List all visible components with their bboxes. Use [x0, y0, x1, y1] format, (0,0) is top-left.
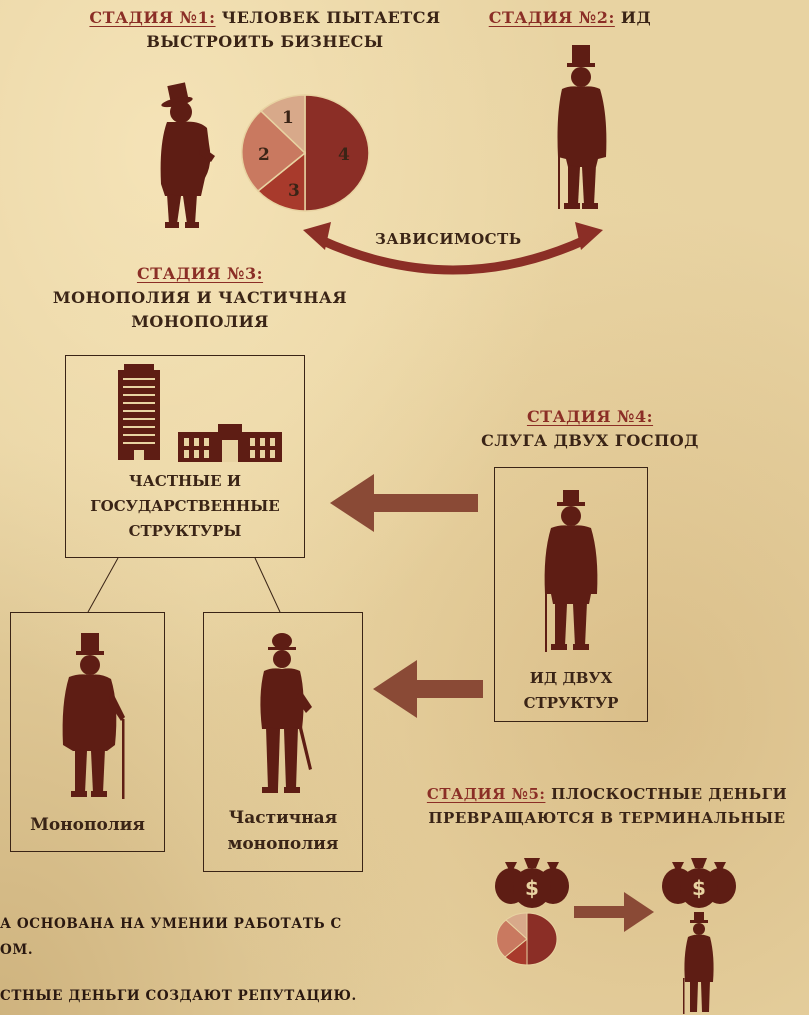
gentleman-icon	[557, 45, 607, 209]
pie-label-4: 4	[338, 145, 350, 165]
businessman-icon	[160, 82, 215, 228]
partial-monopoly-text: Частичная монополия	[204, 805, 362, 857]
stage5-heading: Стадия №5: плоскостные деньги превращают…	[405, 782, 809, 830]
dependency-label: Зависимость	[375, 230, 522, 248]
money-bags-icon-right: $	[662, 858, 736, 908]
structures-line1: Частные и	[128, 472, 242, 490]
stage5-line1: плоскостные деньги	[551, 785, 788, 803]
small-gentleman-icon	[683, 912, 714, 1014]
pie-slice-1	[259, 94, 306, 155]
two-structures-line1: ИД двух	[529, 669, 613, 687]
stage4-text: слуга двух господ	[481, 431, 699, 450]
partial-line1: Частичная	[228, 808, 338, 828]
two-structures-line2: структур	[523, 694, 619, 712]
monopoly-box: Монополия	[10, 612, 165, 852]
structures-box: Частные и государственные структуры	[65, 355, 305, 558]
pie-label-1: 1	[282, 108, 294, 128]
partial-line2: монополия	[227, 834, 339, 854]
svg-text:$: $	[525, 876, 539, 900]
small-pie-chart	[496, 912, 558, 966]
pie-slice-3	[256, 151, 306, 212]
partial-monopolist-icon	[260, 633, 312, 793]
note-line1: а основана на умении работать с	[0, 916, 342, 932]
note-line2: ом.	[0, 942, 34, 958]
stage5-line2: превращаются в терминальные	[428, 809, 786, 827]
servant-icon	[544, 490, 598, 652]
structures-line3: структуры	[128, 522, 242, 540]
government-building-icon	[178, 424, 282, 462]
stage2-text: ИД	[620, 8, 652, 27]
stage3-line1: монополия и частичная	[52, 288, 348, 307]
monopoly-label: Монополия	[30, 815, 145, 835]
partial-monopoly-box: Частичная монополия	[203, 612, 363, 872]
arrow-right	[574, 892, 654, 932]
pie-label-3: 3	[288, 181, 300, 201]
stage2-label: Стадия №2:	[488, 8, 615, 27]
arrow-left-lower	[373, 660, 483, 718]
svg-text:$: $	[692, 876, 706, 900]
monopolist-icon	[62, 633, 125, 799]
stage5-label: Стадия №5:	[426, 785, 546, 803]
stage1-line1: человек пытается	[221, 8, 441, 27]
arrow-left-upper	[330, 474, 478, 532]
pie-slice-2	[241, 109, 307, 193]
stage1-line2: выстроить бизнесы	[146, 32, 384, 51]
two-structures-text: ИД двух структур	[495, 666, 647, 716]
stage4-label: Стадия №4:	[526, 407, 654, 426]
businesses-pie-chart	[241, 94, 370, 212]
stage1-heading: Стадия №1: человек пытается выстроить би…	[70, 6, 460, 54]
pie-label-2: 2	[258, 145, 270, 165]
structures-line2: государственные	[90, 497, 280, 515]
stage2-heading: Стадия №2: ИД	[470, 6, 670, 30]
stage4-heading: Стадия №4: слуга двух господ	[440, 405, 740, 453]
stage3-line2: монополия	[131, 312, 269, 331]
note-line3: стные деньги создают репутацию.	[0, 988, 357, 1004]
money-bags-icon-left: $	[495, 858, 569, 908]
stage3-label: Стадия №3:	[136, 264, 264, 283]
stage1-label: Стадия №1:	[89, 8, 216, 27]
skyscraper-icon	[118, 364, 160, 460]
structures-text: Частные и государственные структуры	[66, 469, 304, 544]
pie-slice-4	[304, 94, 370, 212]
stage3-heading: Стадия №3: монополия и частичная монопол…	[40, 262, 360, 334]
dependency-arrow	[303, 222, 603, 275]
two-structures-box: ИД двух структур	[494, 467, 648, 722]
